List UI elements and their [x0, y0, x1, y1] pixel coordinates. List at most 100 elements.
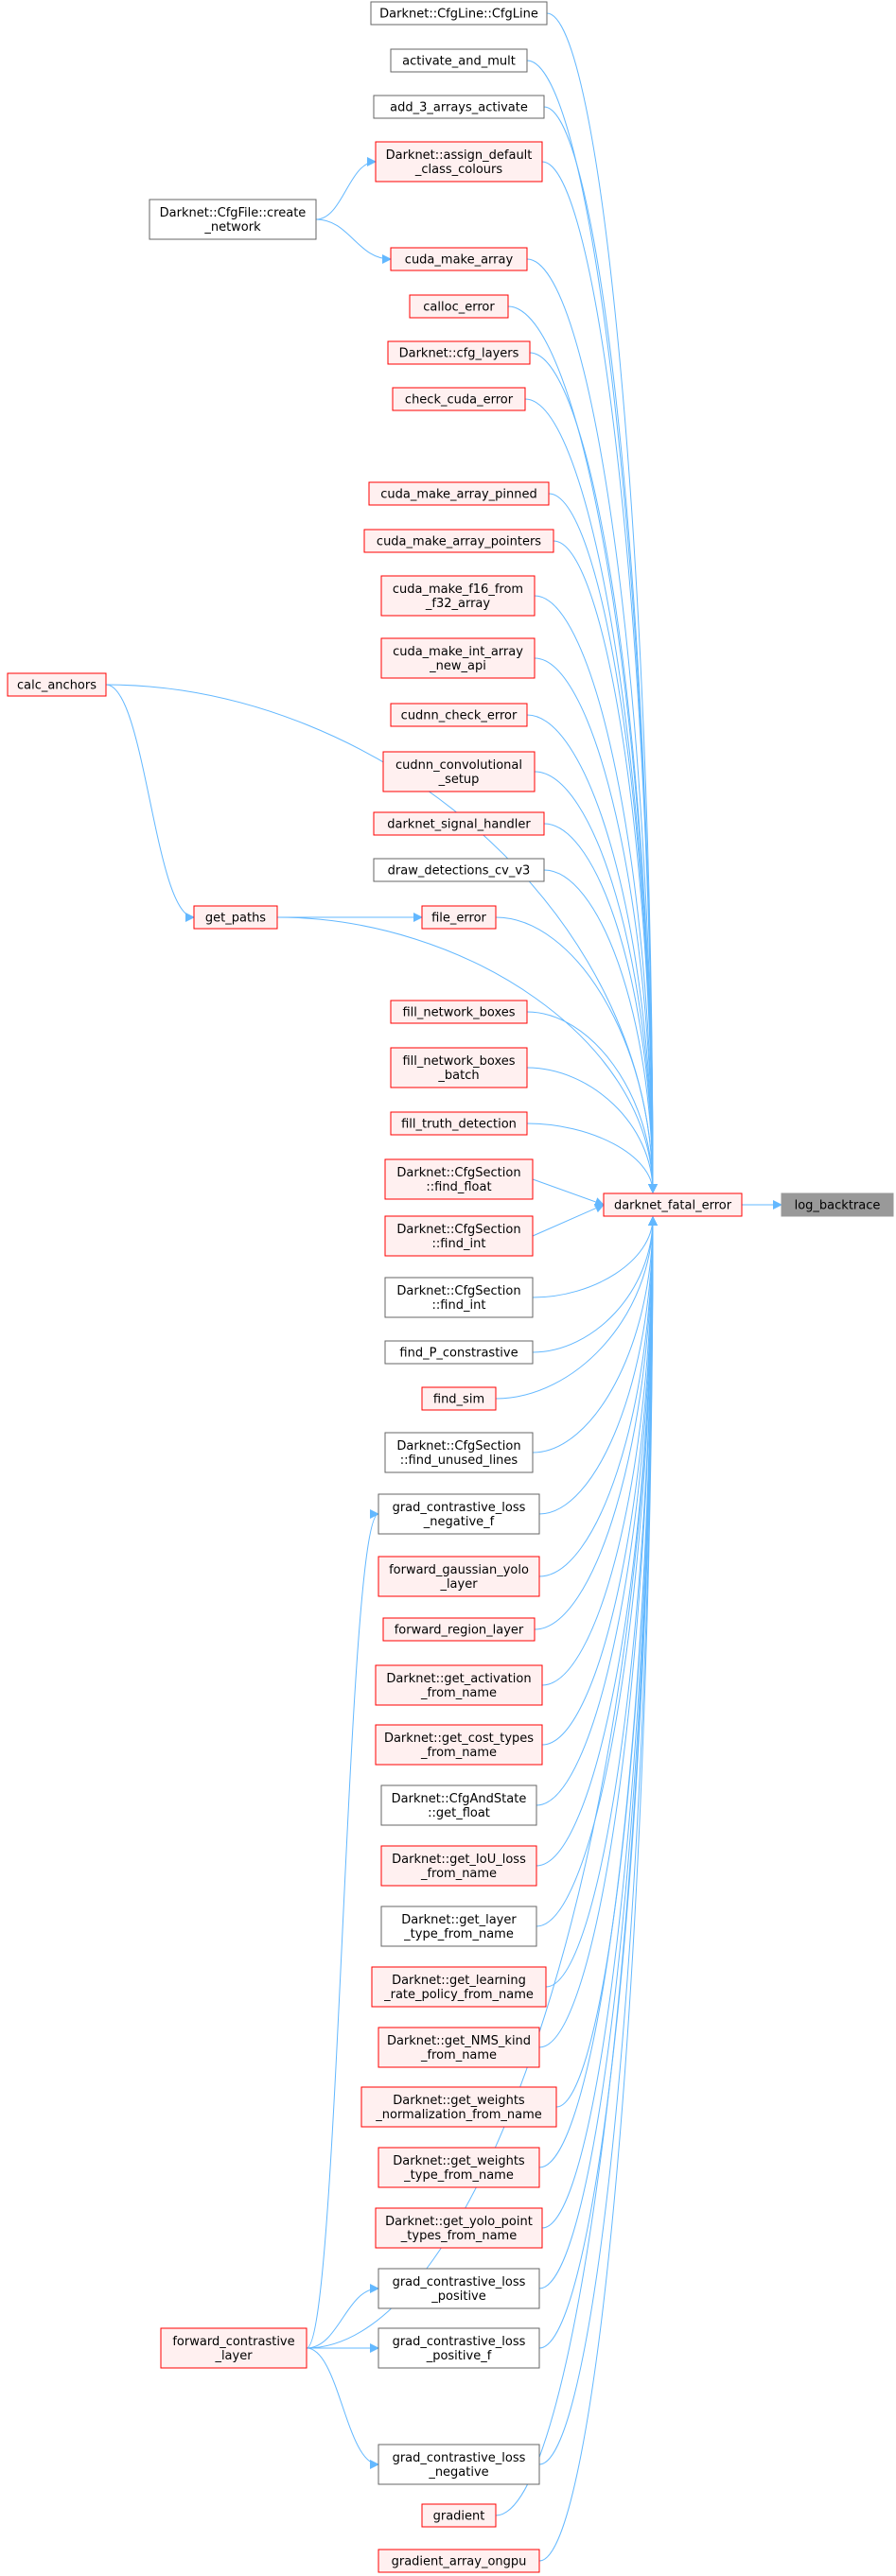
node-cuda-make-int-array[interactable]: cuda_make_int_array_new_api	[380, 637, 536, 679]
node-box	[373, 858, 545, 882]
node-label-line: ::find_unused_lines	[400, 1453, 518, 1468]
node-forward-region[interactable]: forward_region_layer	[382, 1617, 536, 1642]
node-label-line: draw_detections_cv_v3	[388, 864, 531, 879]
node-activate-and-mult[interactable]: activate_and_mult	[390, 48, 528, 73]
edge-find_unused_lines-to-darknet_fatal_error	[532, 1216, 658, 1453]
node-find-float[interactable]: Darknet::CfgSection::find_float	[384, 1158, 534, 1200]
node-label-line: Darknet::CfgSection	[396, 1284, 520, 1298]
node-box	[603, 1192, 743, 1217]
node-box	[375, 2207, 543, 2249]
node-label-line: find_sim	[433, 1393, 484, 1407]
edge-fill_network_boxes_batch-to-darknet_fatal_error	[526, 1067, 658, 1193]
node-cuda-make-array-pinned[interactable]: cuda_make_array_pinned	[368, 481, 550, 506]
node-forward-gaussian[interactable]: forward_gaussian_yolo_layer	[378, 1556, 540, 1597]
node-find-sim[interactable]: find_sim	[421, 1386, 497, 1411]
edge-get_cost_types-to-darknet_fatal_error	[541, 1216, 658, 1746]
node-calc-anchors[interactable]: calc_anchors	[7, 672, 107, 697]
node-box	[390, 1047, 528, 1088]
node-grad-pos-f[interactable]: grad_contrastive_loss_positive_f	[378, 2327, 540, 2369]
node-darknet-fatal-error[interactable]: darknet_fatal_error	[603, 1192, 743, 1217]
node-gradient-array-ongpu[interactable]: gradient_array_ongpu	[378, 2549, 540, 2573]
node-get-activation[interactable]: Darknet::get_activation_from_name	[375, 1664, 543, 1706]
node-label-line: _new_api	[429, 659, 486, 673]
node-label-line: _type_from_name	[403, 1927, 514, 1941]
node-cfg-layers[interactable]: Darknet::cfg_layers	[387, 340, 531, 365]
node-box	[421, 2503, 497, 2528]
edge-get_layer_type-to-darknet_fatal_error	[536, 1216, 658, 1927]
edge-cuda_make_array_pointers-to-darknet_fatal_error	[553, 540, 658, 1193]
node-box	[378, 2444, 540, 2485]
node-label-line: _negative	[428, 2465, 488, 2480]
node-label-line: Darknet::CfgSection	[396, 1439, 520, 1453]
node-box	[380, 1784, 537, 1826]
node-box	[378, 2147, 540, 2188]
node-grad-pos[interactable]: grad_contrastive_loss_positive	[378, 2268, 540, 2309]
node-box	[380, 1845, 537, 1887]
node-label-line: cuda_make_f16_from	[393, 583, 523, 597]
node-check-cuda-error[interactable]: check_cuda_error	[392, 387, 526, 411]
node-get-iou-loss[interactable]: Darknet::get_IoU_loss_from_name	[380, 1845, 537, 1887]
node-cudnn-convolutional[interactable]: cudnn_convolutional_setup	[382, 751, 536, 792]
node-fill-network-boxes-batch[interactable]: fill_network_boxes_batch	[390, 1047, 528, 1088]
node-get-learning-rate[interactable]: Darknet::get_learning_rate_policy_from_n…	[371, 1966, 547, 2008]
node-cuda-make-f16[interactable]: cuda_make_f16_from_f32_array	[380, 575, 536, 617]
edge-cfgline-to-darknet_fatal_error	[546, 12, 658, 1193]
node-get-paths[interactable]: get_paths	[193, 905, 278, 930]
node-gradient[interactable]: gradient	[421, 2503, 497, 2528]
node-grad-neg-f[interactable]: grad_contrastive_loss_negative_f	[378, 1493, 540, 1535]
node-label-line: _setup	[438, 773, 480, 787]
node-label-line: _from_name	[420, 2048, 497, 2063]
edge-get_activation-to-darknet_fatal_error	[541, 1216, 658, 1686]
node-box	[378, 1493, 540, 1535]
node-label-line: Darknet::get_learning	[392, 1974, 526, 1988]
node-get-float[interactable]: Darknet::CfgAndState::get_float	[380, 1784, 537, 1826]
node-label-line: _type_from_name	[403, 2168, 514, 2183]
node-get-nms-kind[interactable]: Darknet::get_NMS_kind_from_name	[378, 2027, 540, 2068]
node-find-int-red[interactable]: Darknet::CfgSection::find_int	[384, 1215, 534, 1257]
node-find-P-constrastive[interactable]: find_P_constrastive	[384, 1340, 534, 1365]
node-calloc-error[interactable]: calloc_error	[409, 294, 509, 319]
node-draw-detections[interactable]: draw_detections_cv_v3	[373, 858, 545, 882]
edge-cuda_make_int_array-to-darknet_fatal_error	[534, 657, 658, 1193]
node-add-3-arrays-activate[interactable]: add_3_arrays_activate	[373, 95, 545, 119]
node-file-error[interactable]: file_error	[421, 905, 497, 930]
node-fill-network-boxes[interactable]: fill_network_boxes	[390, 1000, 528, 1024]
node-label-line: file_error	[431, 912, 486, 926]
node-box	[149, 199, 317, 240]
node-get-weights-norm[interactable]: Darknet::get_weights_normalization_from_…	[360, 2086, 557, 2128]
node-get-layer-type[interactable]: Darknet::get_layer_type_from_name	[380, 1906, 537, 1947]
edge-grad_neg-to-darknet_fatal_error	[538, 1216, 658, 2465]
edge-get_weights_type-to-darknet_fatal_error	[538, 1216, 658, 2168]
node-label-line: _from_name	[420, 1867, 497, 1881]
node-label-line: find_P_constrastive	[399, 1347, 518, 1361]
node-label-line: get_paths	[205, 912, 266, 926]
node-cfgfile-create[interactable]: Darknet::CfgFile::create_network	[149, 199, 317, 240]
node-label-line: check_cuda_error	[405, 393, 514, 408]
edge-find_int_red-to-darknet_fatal_error	[532, 1204, 605, 1237]
node-log-backtrace[interactable]: log_backtrace	[781, 1192, 894, 1217]
edge-forward_contrastive-to-grad_neg_f	[306, 1509, 379, 2349]
node-label-line: ::find_float	[426, 1180, 491, 1194]
node-box	[373, 95, 545, 119]
node-find-int-gray[interactable]: Darknet::CfgSection::find_int	[384, 1277, 534, 1318]
node-cuda-make-array-pointers[interactable]: cuda_make_array_pointers	[363, 529, 554, 553]
node-box	[409, 294, 509, 319]
node-find-unused-lines[interactable]: Darknet::CfgSection::find_unused_lines	[384, 1432, 534, 1473]
node-get-weights-type[interactable]: Darknet::get_weights_type_from_name	[378, 2147, 540, 2188]
node-forward-contrastive[interactable]: forward_contrastive_layer	[160, 2327, 307, 2369]
node-cuda-make-array[interactable]: cuda_make_array	[390, 247, 528, 271]
node-box	[378, 2027, 540, 2068]
node-darknet-signal-handler[interactable]: darknet_signal_handler	[373, 811, 545, 836]
edge-fill_truth_detection-to-darknet_fatal_error	[526, 1123, 658, 1193]
node-get-cost-types[interactable]: Darknet::get_cost_types_from_name	[375, 1724, 543, 1766]
node-label-line: Darknet::CfgAndState	[392, 1792, 527, 1806]
node-assign-default[interactable]: Darknet::assign_default_class_colours	[375, 141, 543, 183]
node-grad-neg[interactable]: grad_contrastive_loss_negative	[378, 2444, 540, 2485]
node-fill-truth-detection[interactable]: fill_truth_detection	[390, 1111, 528, 1136]
node-label-line: grad_contrastive_loss	[393, 2335, 526, 2349]
node-get-yolo-point[interactable]: Darknet::get_yolo_point_types_from_name	[375, 2207, 543, 2249]
node-cfgline[interactable]: Darknet::CfgLine::CfgLine	[370, 1, 548, 26]
edge-check_cuda_error-to-darknet_fatal_error	[524, 398, 658, 1193]
node-cudnn-check-error[interactable]: cudnn_check_error	[390, 703, 528, 727]
node-label-line: gradient_array_ongpu	[392, 2555, 527, 2569]
